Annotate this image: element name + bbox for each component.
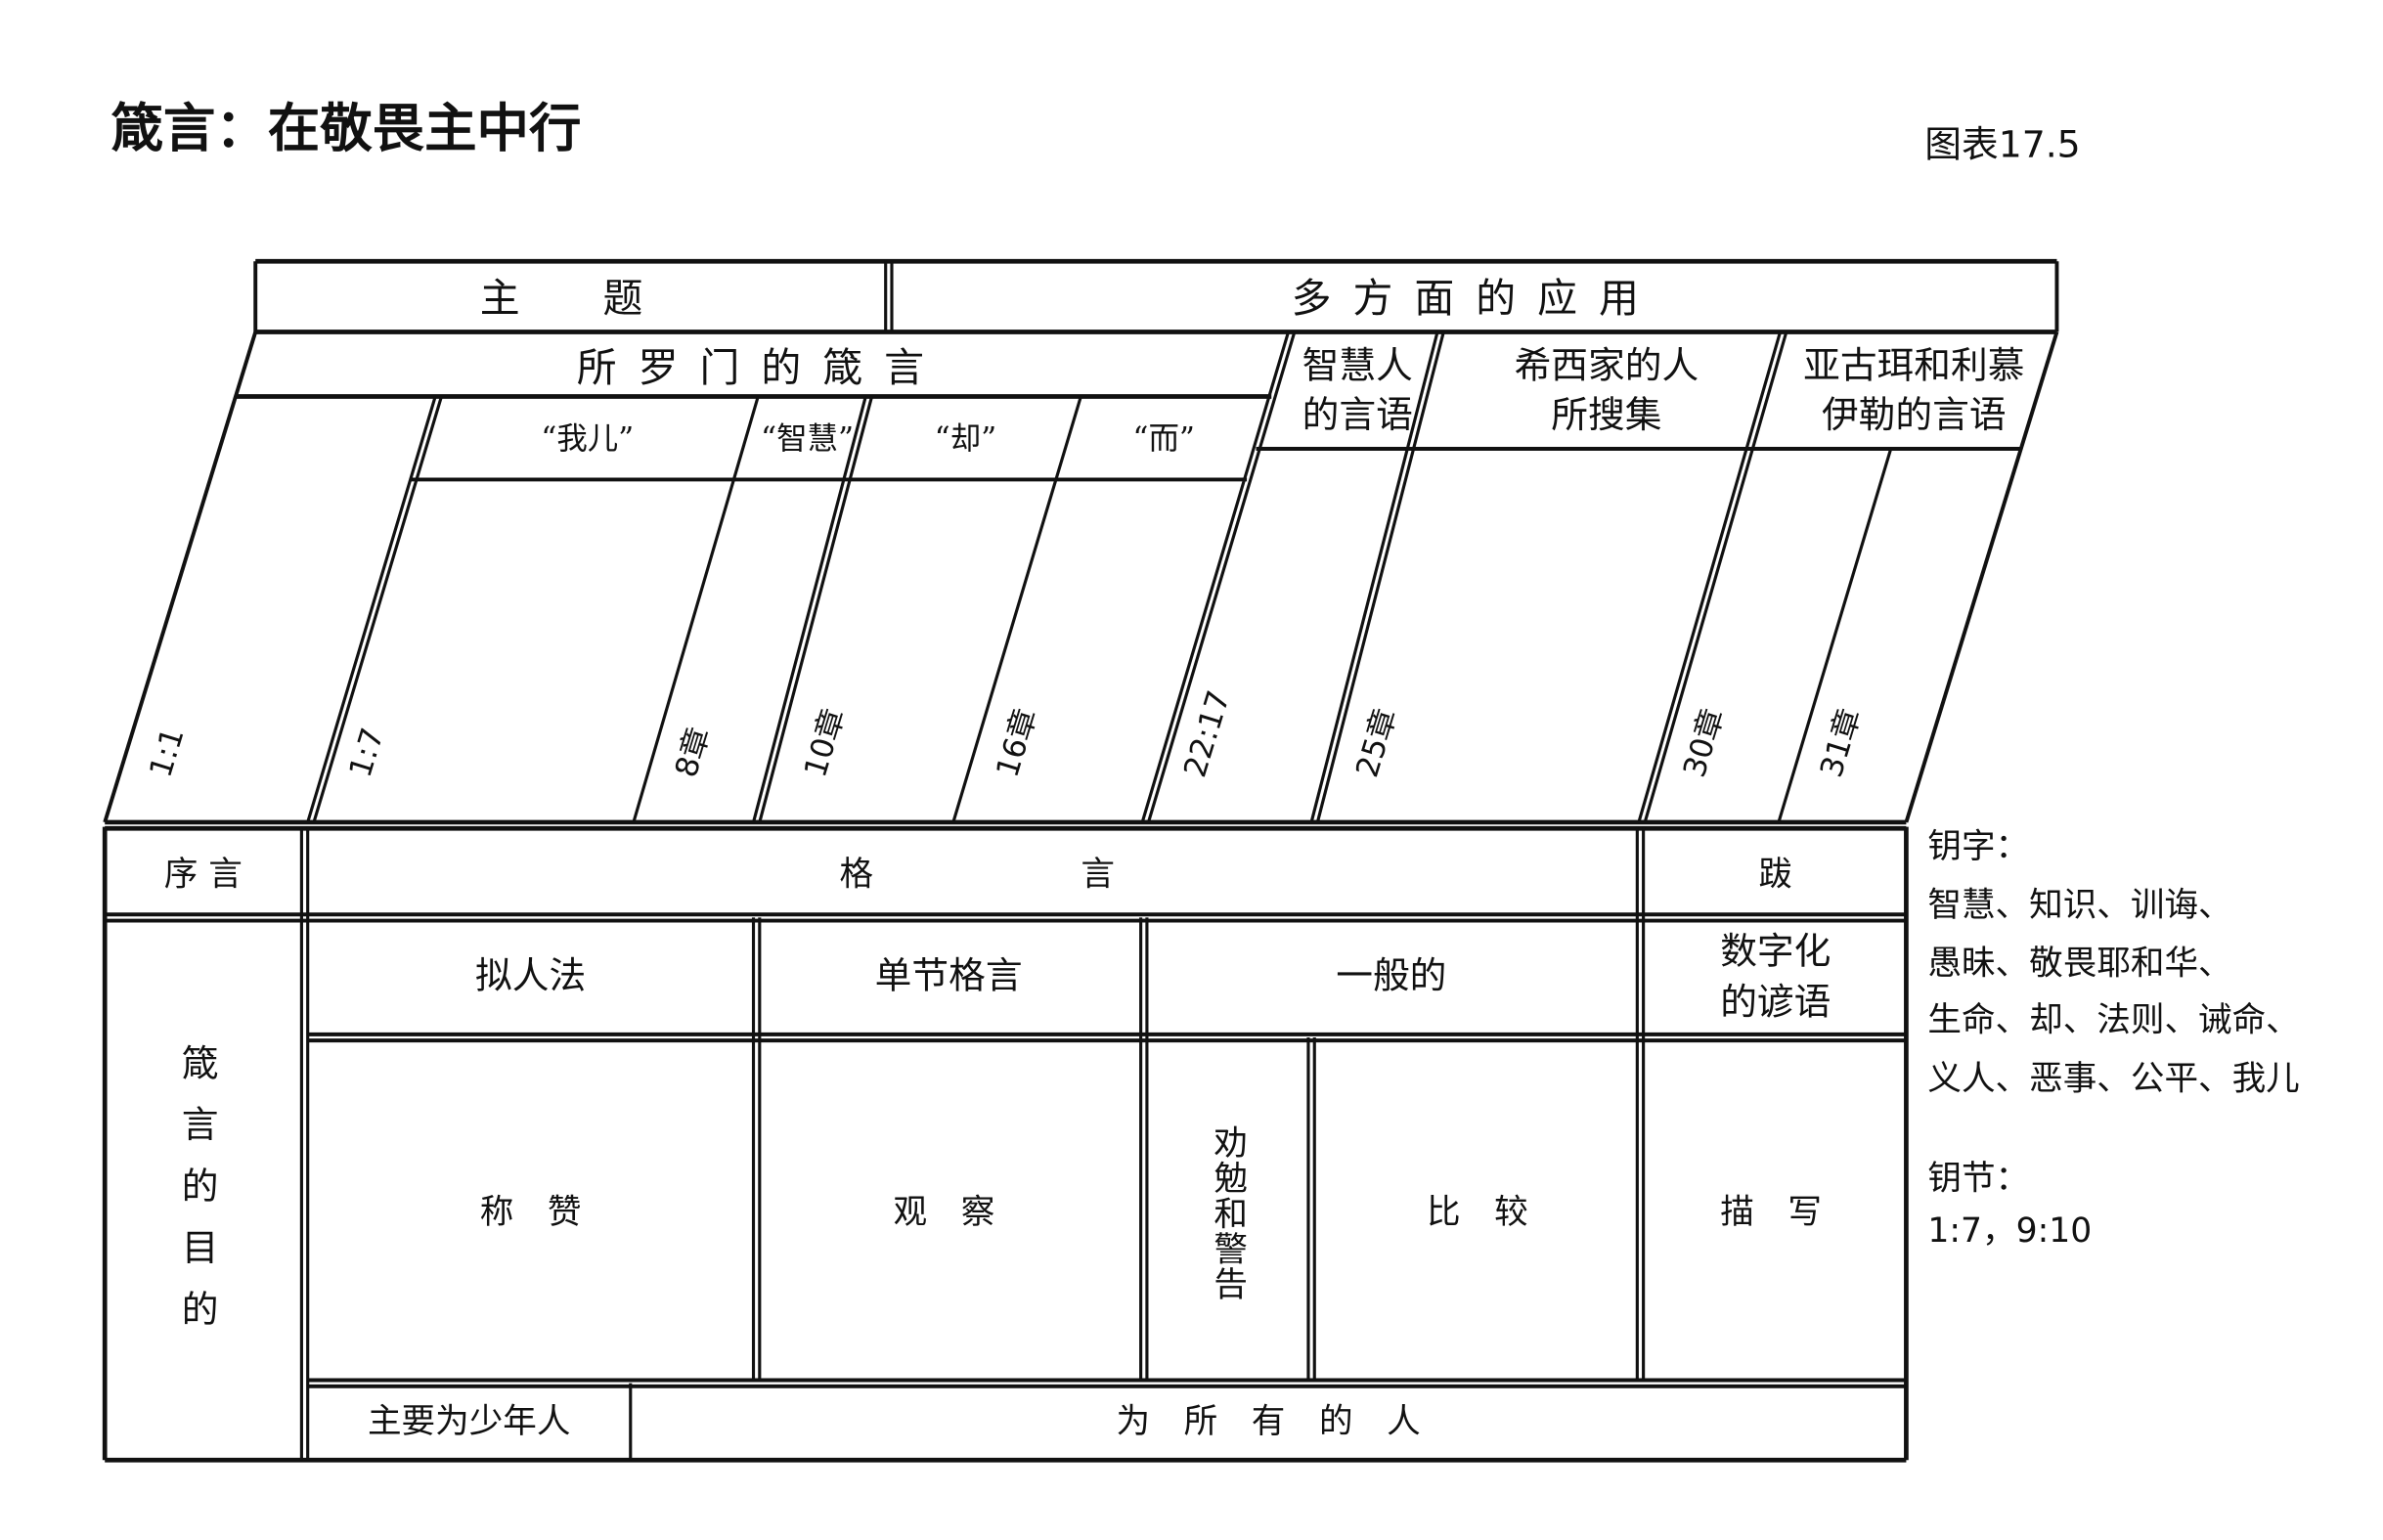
grid-line <box>1777 448 1893 823</box>
key-verses-value: 1:7，9:10 <box>1927 1211 2092 1251</box>
ref-ch16: 16章 <box>991 704 1044 781</box>
type-general: 一般的 <box>1336 954 1446 997</box>
ref-ch30: 30章 <box>1677 704 1731 781</box>
chart-grid-lines <box>102 258 2059 1463</box>
method-observation: 观 察 <box>894 1193 995 1232</box>
wise-men-line2: 的言语 <box>1302 393 1413 436</box>
wise-men-line1: 智慧人 <box>1302 344 1413 387</box>
grid-line <box>1637 331 1783 823</box>
grid-line <box>1140 331 1291 823</box>
method-praise: 称 赞 <box>480 1193 582 1232</box>
key-words-line: 生命、却、法则、诫命、 <box>1927 1001 2299 1040</box>
grid-line <box>752 396 867 823</box>
type-personification: 拟人法 <box>475 954 586 997</box>
ref-ch25: 25章 <box>1349 704 1403 781</box>
proverbs-label-1: 格 <box>840 855 874 894</box>
agur-lemuel-line1: 亚古珥和利慕 <box>1803 344 2024 387</box>
method-description: 描 写 <box>1720 1193 1822 1232</box>
audience-youth: 主要为少年人 <box>368 1402 570 1441</box>
ref-ch31: 31章 <box>1814 704 1868 781</box>
keyword-and: “而” <box>1132 421 1195 457</box>
method-comparison: 比 较 <box>1427 1193 1528 1232</box>
hezekiah-line2: 所搜集 <box>1551 393 1661 436</box>
purpose-char: 箴 <box>182 1041 219 1084</box>
type-numeric-line1: 数字化 <box>1720 930 1831 973</box>
application-header: 多方面的应用 <box>1292 275 1660 322</box>
audience-all: 为 所 有 的 人 <box>1116 1402 1420 1441</box>
grid-line <box>632 396 760 823</box>
key-words-line: 智慧、知识、训诲、 <box>1927 886 2231 925</box>
grid-line <box>1315 331 1445 823</box>
grid-line <box>312 396 443 823</box>
grid-line <box>306 396 437 823</box>
keyword-but: “却” <box>935 421 997 457</box>
page-title: 箴言：在敬畏主中行 <box>110 97 581 158</box>
epilogue-label: 跋 <box>1759 855 1793 894</box>
keyword-wisdom: “智慧” <box>761 421 854 457</box>
grid-line <box>1309 331 1439 823</box>
ref-1-1: 1:1 <box>143 724 191 781</box>
prologue-label: 序 言 <box>164 855 243 894</box>
type-single-verse: 单节格言 <box>875 954 1023 997</box>
purpose-char: 言 <box>182 1103 219 1146</box>
ref-ch8: 8章 <box>669 724 717 782</box>
keyword-my-son: “我儿” <box>541 421 634 457</box>
grid-line <box>758 396 874 823</box>
key-words-line: 愚昧、敬畏耶和华、 <box>1927 945 2231 984</box>
ref-ch10: 10章 <box>798 704 852 781</box>
type-numeric-line2: 的谚语 <box>1720 980 1831 1023</box>
key-words-label: 钥字： <box>1927 827 2029 866</box>
grid-line <box>951 396 1082 823</box>
grid-line <box>1643 331 1788 823</box>
theme-header: 主 题 <box>480 275 665 322</box>
grid-line <box>1146 331 1297 823</box>
key-verses-label: 钥节： <box>1927 1160 2029 1199</box>
hezekiah-line1: 希西家的人 <box>1515 344 1699 387</box>
proverbs-label-2: 言 <box>1081 855 1115 894</box>
method-exhortation: 劝勉和警告 <box>1208 1125 1248 1302</box>
figure-label: 图表17.5 <box>1924 122 2080 165</box>
purpose-char: 目 <box>182 1226 219 1269</box>
grid-line <box>103 330 258 823</box>
grid-line <box>1904 330 2059 823</box>
ref-22-17: 22:17 <box>1177 686 1237 781</box>
ref-1-7: 1:7 <box>343 724 391 781</box>
solomon-section: 所罗门的箴言 <box>577 344 946 391</box>
purpose-char: 的 <box>182 1165 219 1208</box>
purpose-char: 的 <box>182 1288 219 1331</box>
agur-lemuel-line2: 伊勒的言语 <box>1822 393 2007 436</box>
key-words-line: 义人、恶事、公平、我儿 <box>1927 1059 2299 1098</box>
